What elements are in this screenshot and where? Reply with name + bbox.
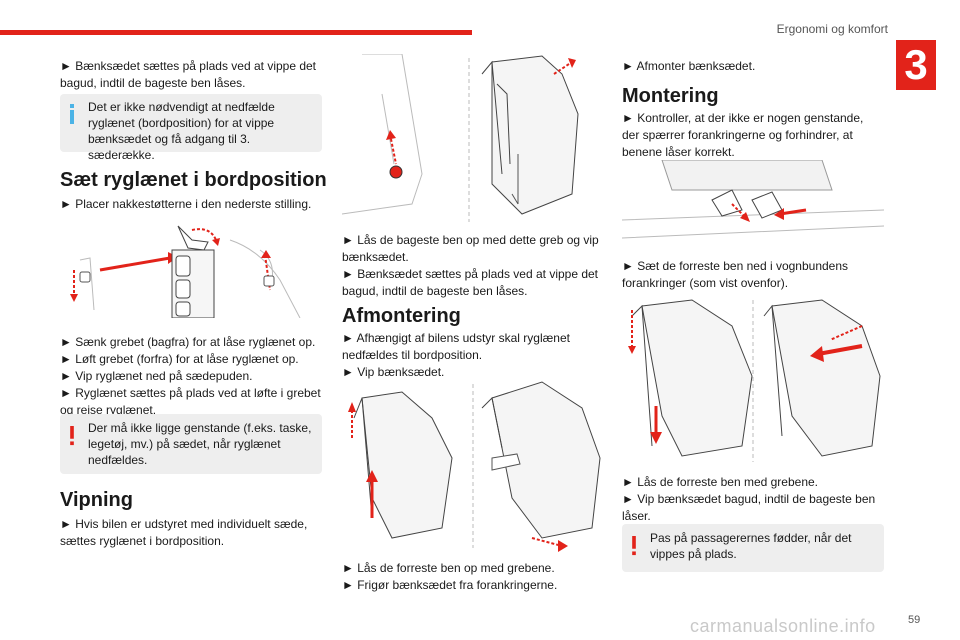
header-accent-bar <box>0 30 472 35</box>
info-icon <box>70 104 74 124</box>
col2-text-a: ► Lås de bageste ben op med dette greb o… <box>342 232 604 300</box>
col1-intro: ► Bænksædet sættes på plads ved at vippe… <box>60 59 317 90</box>
col3-p4: ► Lås de forreste ben med grebene. <box>622 475 818 489</box>
col2-p3: ► Afhængigt af bilens udstyr skal ryglæn… <box>342 331 570 362</box>
chapter-number: 3 <box>904 41 928 88</box>
col3-p3: ► Sæt de forreste ben ned i vognbundens … <box>622 259 849 290</box>
step-1: ► Sænk grebet (bagfra) for at låse ryglæ… <box>60 335 316 349</box>
watermark: carmanualsonline.info <box>690 616 876 636</box>
illustration-front-legs <box>628 299 881 462</box>
info-note: Det er ikke nødvendigt at nedfælde ryglæ… <box>60 94 322 162</box>
heading-bordposition: Sæt ryglænet i bordposition <box>60 169 327 191</box>
illustration-headrest-lever <box>60 220 322 318</box>
warning-text-2: Pas på passagerernes fødder, når det vip… <box>650 531 852 561</box>
warning-note: Der må ikke ligge genstande (f.eks. task… <box>60 414 322 474</box>
section-title: Ergonomi og komfort <box>776 22 888 36</box>
step-2: ► Løft grebet (forfra) for at låse ryglæ… <box>60 352 299 366</box>
col1-vip: ► Hvis bilen er udstyret med individuelt… <box>60 517 308 548</box>
step-4: ► Ryglænet sættes på plads ved at løfte … <box>60 386 321 417</box>
col3-p1: ► Afmonter bænksædet. <box>622 59 756 73</box>
step-3: ► Vip ryglænet ned på sædepuden. <box>60 369 253 383</box>
col2-p5: ► Lås de forreste ben op med grebene. <box>342 561 555 575</box>
warning-note-2: Pas på passagerernes fødder, når det vip… <box>622 524 884 572</box>
col2-text-c: ► Lås de forreste ben op med grebene. ► … <box>342 560 604 594</box>
illustration-anchorage <box>622 160 884 239</box>
col2-p6: ► Frigør bænksædet fra forankringerne. <box>342 578 558 592</box>
chapter-badge: 3 <box>896 40 936 90</box>
heading-afmontering: Afmontering <box>342 305 461 327</box>
warning-text: Der må ikke ligge genstande (f.eks. task… <box>88 421 312 467</box>
col1-steps: ► Sænk grebet (bagfra) for at låse ryglæ… <box>60 334 330 419</box>
illustration-tilt-bench <box>348 381 601 552</box>
col1-nakke: ► Placer nakkestøtterne i den nederste s… <box>60 197 312 211</box>
col2-p2: ► Bænksædet sættes på plads ved at vippe… <box>342 267 599 298</box>
col3-p5: ► Vip bænksædet bagud, indtil de bageste… <box>622 492 876 523</box>
col3-p2: ► Kontroller, at der ikke er nogen genst… <box>622 111 864 159</box>
info-text: Det er ikke nødvendigt at nedfælde ryglæ… <box>88 100 275 162</box>
col2-p4: ► Vip bænksædet. <box>342 365 445 379</box>
illustration-rear-leg-lever <box>342 54 579 222</box>
page-number: 59 <box>908 614 921 626</box>
col2-text-b: ► Afhængigt af bilens udstyr skal ryglæn… <box>342 330 604 381</box>
warning-icon <box>632 536 636 556</box>
warning-icon <box>70 426 74 446</box>
col3-text-b: ► Lås de forreste ben med grebene. ► Vip… <box>622 474 884 525</box>
col2-p1: ► Lås de bageste ben op med dette greb o… <box>342 233 599 264</box>
heading-vipning: Vipning <box>60 489 133 511</box>
heading-montering: Montering <box>622 85 719 107</box>
